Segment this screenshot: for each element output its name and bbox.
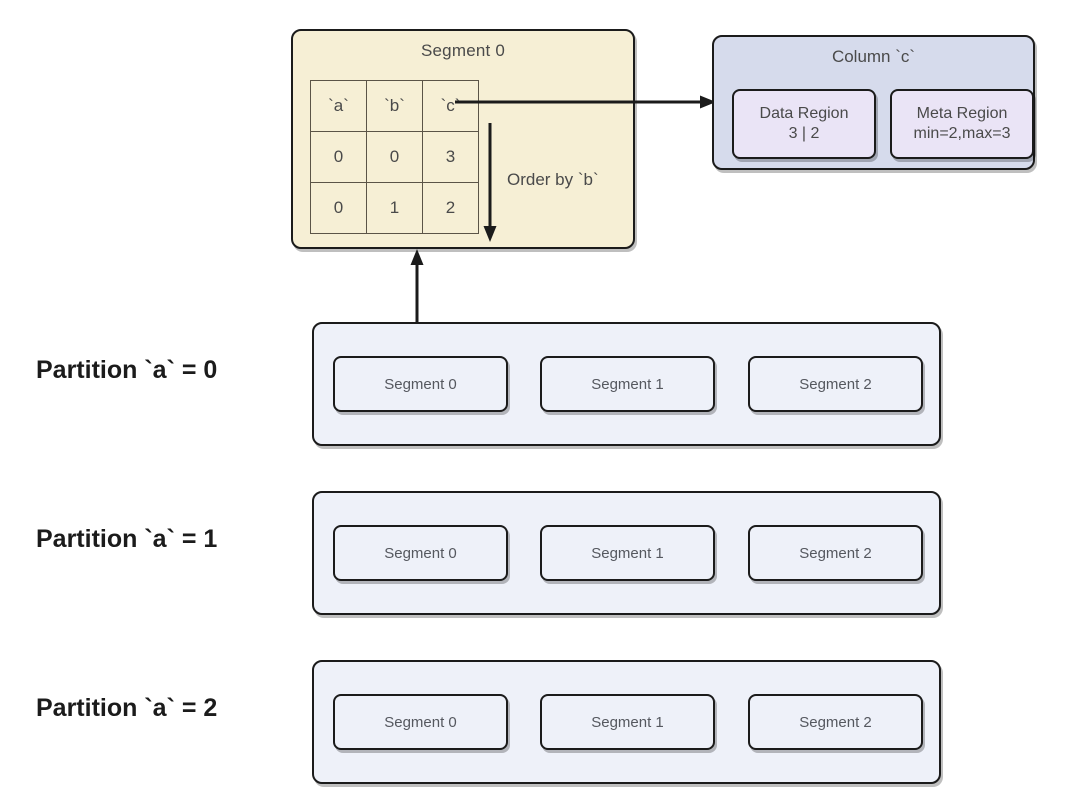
segment-chip-0-0[interactable]: Segment 0 xyxy=(333,356,508,412)
partition-label-1: Partition `a` = 1 xyxy=(36,525,218,553)
segment-chip-0-1[interactable]: Segment 1 xyxy=(540,356,715,412)
table-row: 0 1 2 xyxy=(310,182,479,234)
segment-chip-2-0[interactable]: Segment 0 xyxy=(333,694,508,750)
meta-region-value: min=2,max=3 xyxy=(913,125,1011,142)
segment-chip-2-1[interactable]: Segment 1 xyxy=(540,694,715,750)
meta-region-box: Meta Region min=2,max=3 xyxy=(890,89,1034,159)
data-region-title: Data Region xyxy=(759,105,849,122)
order-by-label: Order by `b` xyxy=(507,170,599,189)
partition-label-0: Partition `a` = 0 xyxy=(36,356,218,384)
data-region-box: Data Region 3 | 2 xyxy=(732,89,876,159)
partition-box-2: Segment 0 Segment 1 Segment 2 xyxy=(312,660,941,784)
table-cell: 0 xyxy=(366,131,423,183)
table-cell: 2 xyxy=(422,182,479,234)
table-cell: 1 xyxy=(366,182,423,234)
table-col-c: `c` xyxy=(422,80,479,132)
table-cell: 0 xyxy=(310,131,367,183)
segment-chip-2-2[interactable]: Segment 2 xyxy=(748,694,923,750)
table-cell: 3 xyxy=(422,131,479,183)
order-by-arrow-icon xyxy=(483,123,497,242)
segment-detail-box: Segment 0 `a` `b` `c` 0 0 3 0 1 2 Or xyxy=(291,29,635,249)
partition-box-0: Segment 0 Segment 1 Segment 2 xyxy=(312,322,941,446)
table-row: 0 0 3 xyxy=(310,131,479,183)
segment-chip-1-2[interactable]: Segment 2 xyxy=(748,525,923,581)
column-c-box: Column `c` Data Region 3 | 2 Meta Region… xyxy=(712,35,1035,170)
segment-detail-title: Segment 0 xyxy=(420,41,506,60)
column-c-title: Column `c` xyxy=(831,47,916,66)
table-header-row: `a` `b` `c` xyxy=(310,80,479,132)
table-col-b: `b` xyxy=(366,80,423,132)
segment-chip-0-2[interactable]: Segment 2 xyxy=(748,356,923,412)
partition-label-2: Partition `a` = 2 xyxy=(36,694,218,722)
meta-region-title: Meta Region xyxy=(916,105,1008,122)
table-cell: 0 xyxy=(310,182,367,234)
segment-chip-1-1[interactable]: Segment 1 xyxy=(540,525,715,581)
table-col-a: `a` xyxy=(310,80,367,132)
partition-box-1: Segment 0 Segment 1 Segment 2 xyxy=(312,491,941,615)
data-region-value: 3 | 2 xyxy=(788,125,820,142)
column-link-arrow-icon xyxy=(455,95,716,109)
segment-table: `a` `b` `c` 0 0 3 0 1 2 xyxy=(310,80,479,234)
segment-chip-1-0[interactable]: Segment 0 xyxy=(333,525,508,581)
